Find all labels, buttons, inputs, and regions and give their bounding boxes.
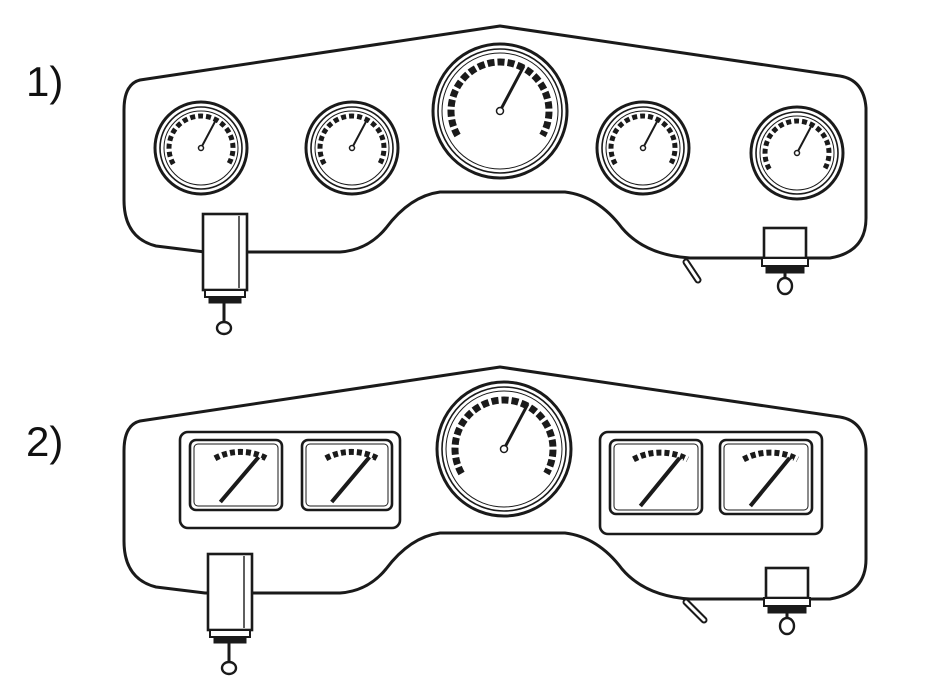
gauge-needle-highlight xyxy=(753,458,794,507)
rectangular-gauge xyxy=(718,438,814,516)
gauge-scale xyxy=(213,448,268,461)
switch-ring xyxy=(765,265,805,274)
gauge-window xyxy=(718,438,814,516)
instrument-panel-variant-2 xyxy=(122,365,868,676)
gauge-hub xyxy=(197,144,205,152)
gauge-scale xyxy=(451,396,557,476)
stalk-ring xyxy=(213,636,247,644)
switch-housing xyxy=(764,566,810,600)
gauge-window-inner xyxy=(305,443,389,507)
gauge-face xyxy=(605,110,681,186)
switch-collar xyxy=(761,257,809,267)
stalk-knob xyxy=(215,320,233,336)
switch-knob xyxy=(776,276,794,296)
gauge-window xyxy=(608,438,704,516)
lever xyxy=(682,258,702,284)
gauge-scale xyxy=(632,449,690,463)
gauge-scale xyxy=(447,58,553,138)
gauge-scale xyxy=(317,113,387,166)
gauge-needle-highlight xyxy=(335,457,374,503)
gauge-needle xyxy=(638,456,682,508)
variant-2-label: 2) xyxy=(26,418,64,465)
rectangular-gauge xyxy=(608,438,704,516)
round-gauge xyxy=(749,105,845,201)
gauge-bezel xyxy=(310,106,394,190)
gauge-window-inner xyxy=(723,443,809,511)
gauge-bezel xyxy=(601,106,685,190)
lever-body xyxy=(684,260,700,282)
gauge-window xyxy=(188,438,284,512)
rectangular-gauge xyxy=(300,438,394,512)
instrument-panel-variant-1 xyxy=(122,24,868,336)
left-control-stalk xyxy=(201,212,249,336)
gauge-needle xyxy=(218,455,261,504)
gauge-scale xyxy=(166,113,236,166)
gauge-face xyxy=(163,110,239,186)
stalk-knob xyxy=(220,660,238,676)
gauge-needle xyxy=(330,455,372,504)
round-gauge xyxy=(153,100,249,196)
speedometer-gauge xyxy=(435,380,573,518)
stalk-collar xyxy=(204,289,246,298)
gauge-face xyxy=(759,115,835,191)
right-control-switch xyxy=(763,566,811,636)
gauge-bezel xyxy=(755,111,839,195)
speedometer-gauge xyxy=(431,42,569,180)
gauge-hub xyxy=(639,144,647,152)
gauge-needle xyxy=(502,403,530,450)
lever xyxy=(682,598,708,624)
gauge-bezel xyxy=(437,48,563,174)
gauge-window-inner xyxy=(613,443,699,511)
gauge-needle-highlight xyxy=(643,458,684,507)
switch-knob xyxy=(778,616,796,636)
gauge-needle xyxy=(796,124,813,154)
stalk-housing xyxy=(206,552,254,632)
stalk-collar xyxy=(209,629,251,638)
gauge-needle-highlight xyxy=(223,457,263,503)
rectangular-gauge xyxy=(188,438,284,512)
round-gauge xyxy=(595,100,691,196)
round-gauge xyxy=(304,100,400,196)
stalk-ring xyxy=(208,296,242,304)
gauge-needle xyxy=(351,119,368,149)
gauge-hub xyxy=(793,149,801,157)
gauge-bezel xyxy=(441,386,567,512)
gauge-window xyxy=(300,438,394,512)
gauge-scale xyxy=(608,113,678,166)
left-control-stalk xyxy=(206,552,254,676)
gauge-hub xyxy=(499,444,509,454)
right-control-switch xyxy=(761,226,809,296)
gauge-window-inner xyxy=(193,443,279,507)
gauge-face xyxy=(314,110,390,186)
gauge-needle xyxy=(200,119,217,149)
gauge-hub xyxy=(495,106,505,116)
gauge-needle xyxy=(498,65,526,112)
gauge-hub xyxy=(348,144,356,152)
gauge-face xyxy=(441,52,559,170)
switch-ring xyxy=(767,605,807,614)
stalk-housing xyxy=(201,212,249,292)
gauge-scale xyxy=(742,449,800,463)
gauge-needle xyxy=(642,119,659,149)
gauge-bezel xyxy=(159,106,243,190)
gauge-face xyxy=(445,390,563,508)
switch-housing xyxy=(762,226,808,260)
variant-1-label: 1) xyxy=(26,58,64,105)
gauge-scale xyxy=(762,118,832,171)
lever-body xyxy=(684,600,706,622)
gauge-scale xyxy=(324,448,379,461)
gauge-needle xyxy=(748,456,792,508)
switch-collar xyxy=(763,597,811,607)
